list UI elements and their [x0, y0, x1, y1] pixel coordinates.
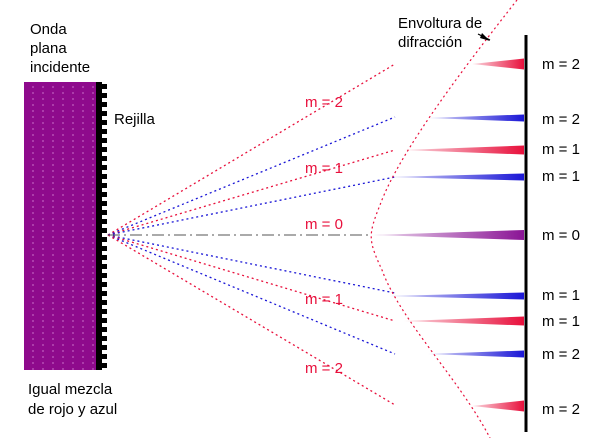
order-label-m2-upper: m = 2: [305, 94, 343, 111]
order-label-m1-upper: m = 1: [305, 160, 343, 177]
grating-tooth: [100, 174, 107, 179]
ray-lines: [107, 63, 396, 406]
grating-tooth: [100, 318, 107, 323]
order-label-m0: m = 0: [305, 216, 343, 233]
grating-tooth: [100, 237, 107, 242]
red-line-m2-lower: [472, 400, 524, 412]
blue-ray: [107, 176, 396, 236]
blue-line-m2-upper: [428, 114, 524, 122]
grating-tooth: [100, 282, 107, 287]
blue-line-m2-lower: [428, 350, 524, 358]
envelope-label-line2: difracción: [398, 34, 462, 51]
order-label-m1-lower: m = 1: [305, 291, 343, 308]
grating-tooth: [100, 201, 107, 206]
grating-tooth: [100, 309, 107, 314]
blue-ray: [107, 116, 396, 236]
incident-label-line1: Onda: [30, 21, 67, 38]
grating-tooth: [100, 93, 107, 98]
red-ray: [107, 149, 396, 236]
grating-tooth: [100, 264, 107, 269]
grating-tooth: [100, 300, 107, 305]
grating-tooth: [100, 183, 107, 188]
order-label-m2-lower: m = 2: [305, 360, 343, 377]
grating-label: Rejilla: [114, 111, 156, 128]
screen-order-label: m = 1: [542, 287, 580, 304]
grating-tooth: [100, 291, 107, 296]
grating-tooth: [100, 327, 107, 332]
screen-order-label: m = 2: [542, 346, 580, 363]
red-line-m2-upper: [472, 58, 524, 70]
spectral-lines: [372, 58, 524, 412]
screen-labels: m = 2 m = 2 m = 1 m = 1 m = 0 m = 1 m = 1 m = 2…: [542, 56, 580, 418]
grating-tooth: [100, 354, 107, 359]
grating-tooth: [100, 120, 107, 125]
envelope-label-line1: Envoltura de: [398, 15, 482, 32]
screen-order-label: m = 1: [542, 168, 580, 185]
blue-ray: [107, 234, 396, 294]
grating-tooth: [100, 273, 107, 278]
grating-tooth: [100, 129, 107, 134]
red-line-m1-upper: [404, 145, 524, 155]
incident-label-line2: plana: [30, 40, 67, 57]
screen-order-label: m = 1: [542, 141, 580, 158]
grating-tooth: [100, 156, 107, 161]
grating-tooth: [100, 102, 107, 107]
incident-wave-block: [24, 82, 96, 370]
incident-label-line3: incidente: [30, 59, 90, 76]
grating-tooth: [100, 255, 107, 260]
grating-tooth: [100, 165, 107, 170]
red-ray: [107, 234, 396, 406]
grating-tooth: [100, 138, 107, 143]
screen-order-label: m = 1: [542, 313, 580, 330]
screen-order-label: m = 2: [542, 56, 580, 73]
mixture-label-line2: de rojo y azul: [28, 401, 117, 418]
grating-tooth: [100, 246, 107, 251]
grating-tooth: [100, 363, 107, 368]
grating-tooth: [100, 111, 107, 116]
grating-tooth: [100, 84, 107, 89]
grating-bar: [96, 82, 102, 370]
screen-order-label: m = 2: [542, 111, 580, 128]
blue-line-m1-upper: [388, 173, 524, 181]
envelope-arrowhead: [480, 33, 490, 41]
red-ray: [107, 63, 396, 236]
grating-tooth: [100, 219, 107, 224]
red-ray: [107, 234, 396, 322]
blue-line-m1-lower: [388, 292, 524, 300]
red-line-m1-lower: [404, 316, 524, 326]
central-line-m0: [372, 230, 524, 240]
grating-tooth: [100, 228, 107, 233]
grating-tooth: [100, 336, 107, 341]
blue-ray: [107, 234, 396, 355]
grating-tooth: [100, 210, 107, 215]
mixture-label-line1: Igual mezcla: [28, 381, 113, 398]
grating-tooth: [100, 192, 107, 197]
grating-tooth: [100, 345, 107, 350]
grating: [96, 82, 107, 370]
screen-order-label: m = 2: [542, 401, 580, 418]
grating-tooth: [100, 147, 107, 152]
screen-order-label: m = 0: [542, 227, 580, 244]
